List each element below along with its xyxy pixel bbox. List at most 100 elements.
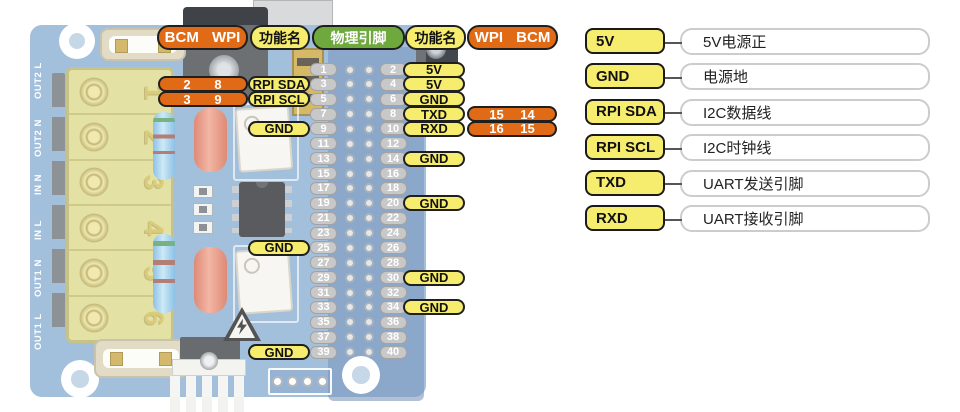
bcm-value: 15 [520, 121, 535, 137]
edge-label-out1-l: OUT1 L [33, 313, 44, 351]
solder-pad-right [363, 287, 374, 298]
header-physical-pin: 物理引脚 [312, 25, 405, 50]
pin-15-number: 15 [310, 167, 337, 181]
header-func-right: 功能名 [405, 25, 466, 50]
capacitor-1 [194, 108, 227, 172]
pin-28-number: 28 [379, 256, 407, 270]
pin-34-number: 34 [379, 300, 407, 314]
pin-9-number: 9 [310, 122, 337, 136]
screw-hole-top-left [59, 23, 95, 59]
legend-pin-3: RPI SCL [585, 134, 665, 161]
pin-25-function-label: GND [248, 239, 310, 256]
dip-ic [232, 182, 292, 237]
pin-5-number: 5 [310, 92, 337, 106]
pin-11-number: 11 [310, 137, 337, 151]
solder-pad-left [345, 287, 355, 298]
terminal-cell-6: 6 [69, 297, 171, 340]
pin-3-function-label: RPI SDA [248, 76, 310, 93]
edge-label-out1-n: OUT1 N [33, 259, 44, 297]
screw-hole-bottom-left [61, 360, 99, 398]
legend-desc-1: 电源地 [665, 63, 930, 91]
pin-24-number: 24 [379, 226, 407, 240]
pin-36-number: 36 [379, 315, 407, 329]
pin-20-function-label: GND [403, 195, 465, 212]
solder-pad-right [363, 183, 374, 194]
header-func-left: 功能名 [250, 25, 310, 50]
solder-pad-left [345, 123, 355, 134]
terminal-cell-2: 2 [69, 115, 171, 161]
pin-14-function-label: GND [403, 150, 465, 167]
solder-pad-right [363, 94, 374, 105]
pin-5-function-label: RPI SCL [248, 91, 310, 108]
solder-pad-left [345, 228, 355, 239]
solder-pad-left [345, 302, 355, 313]
bcm-value: 3 [183, 91, 191, 107]
solder-pad-right [363, 64, 374, 75]
capacitor-2 [194, 247, 227, 313]
pin-32-number: 32 [379, 286, 407, 300]
pin-4-function-label: 5V [403, 76, 465, 93]
terminal-screw [79, 121, 109, 152]
resistor-1 [153, 112, 175, 180]
high-voltage-warning-icon [223, 307, 261, 341]
solder-pad-right [363, 79, 374, 90]
pin-30-function-label: GND [403, 269, 465, 286]
pin-6-number: 6 [379, 92, 407, 106]
pin-25-number: 25 [310, 241, 337, 255]
pin-22-number: 22 [379, 211, 407, 225]
bcm-value: 14 [520, 106, 535, 122]
screw-hole-bottom-right [342, 356, 380, 394]
pin-39-number: 39 [310, 345, 337, 359]
pin-37-number: 37 [310, 330, 337, 344]
pin-21-number: 21 [310, 211, 337, 225]
pin-34-function-label: GND [403, 299, 465, 316]
solder-pad-right [363, 213, 374, 224]
pin-13-number: 13 [310, 152, 337, 166]
solder-pad-left [345, 79, 355, 90]
header-bcm-wpi-left: BCM WPI [157, 25, 248, 50]
pin-6-function-label: GND [403, 91, 465, 108]
pin-40-number: 40 [379, 345, 407, 359]
solder-pad-left [345, 317, 355, 328]
pin-30-number: 30 [379, 271, 407, 285]
terminal-screw [79, 76, 109, 107]
aux-connector [268, 368, 332, 395]
solder-pad-left [345, 183, 355, 194]
solder-pad-left [345, 64, 355, 75]
legend-pin-4: TXD [585, 169, 665, 196]
pin-33-number: 33 [310, 300, 337, 314]
pin-31-number: 31 [310, 286, 337, 300]
pin-8-function-label: TXD [403, 106, 465, 123]
terminal-number: 4 [138, 220, 169, 236]
bcm-value: 2 [183, 76, 191, 92]
pin-38-number: 38 [379, 330, 407, 344]
solder-pad-right [363, 242, 374, 253]
solder-pad-right [363, 138, 374, 149]
legend-desc-5: UART接收引脚 [665, 205, 930, 232]
smd-resistor-2 [193, 203, 213, 216]
solder-pad-right [363, 332, 374, 343]
legend-desc-3: I2C时钟线 [665, 134, 930, 162]
terminal-screw [79, 167, 109, 198]
pin-29-number: 29 [310, 271, 337, 285]
pin-9-function-label: GND [248, 120, 310, 137]
pin-1-number: 1 [310, 63, 337, 76]
solder-pad-right [363, 109, 374, 120]
solder-pad-left [345, 94, 355, 105]
legend-pin-5: RXD [585, 205, 665, 231]
pin-26-number: 26 [379, 241, 407, 255]
solder-pad-left [345, 257, 355, 268]
resistor-2 [153, 234, 175, 313]
pin-10-number: 10 [379, 122, 407, 136]
solder-pad-right [363, 228, 374, 239]
pin-17-number: 17 [310, 181, 337, 195]
optocoupler-1 [234, 105, 294, 173]
solder-pad-left [345, 109, 355, 120]
pin-3-number: 3 [310, 77, 337, 91]
pin-16-number: 16 [379, 167, 407, 181]
wpi-value: 9 [214, 91, 222, 107]
